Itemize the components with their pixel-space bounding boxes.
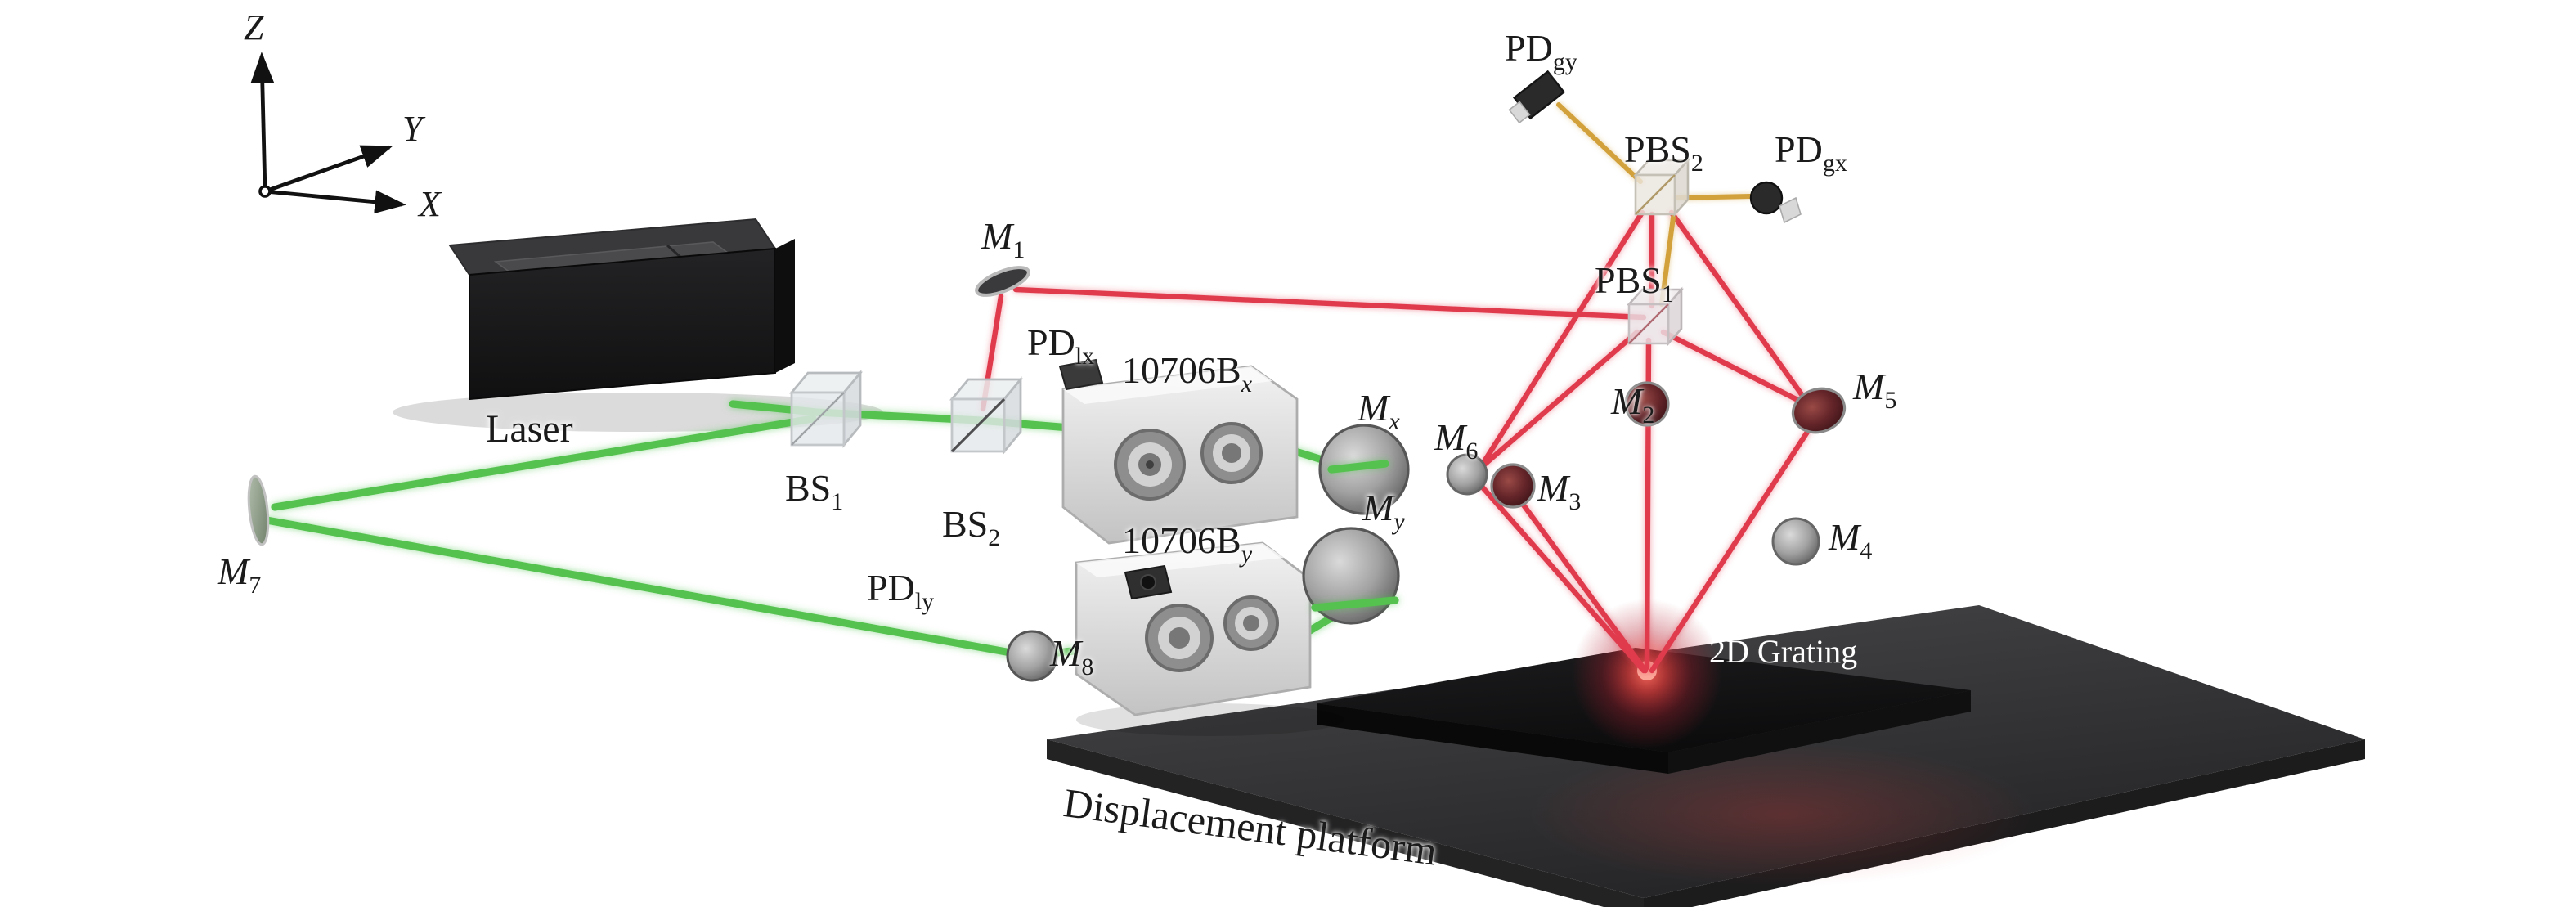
mirror-m8 — [1006, 630, 1058, 682]
mirror-m3 — [1490, 463, 1536, 509]
label-bs2: BS2 — [942, 504, 1001, 553]
polarizing-beam-splitter-pbs2 — [1633, 157, 1690, 218]
mirror-m1 — [975, 266, 1030, 297]
beam-splitter-bs2 — [949, 376, 1023, 455]
photodetector-pdgx — [1749, 181, 1802, 224]
label-interferometer-y: 10706By — [1122, 520, 1253, 569]
axes-origin-dot — [258, 185, 272, 198]
photodetector-pdgy — [1508, 70, 1566, 124]
label-pd-gx: PDgx — [1775, 129, 1847, 178]
label-m1: M1 — [981, 216, 1025, 265]
label-bs1: BS1 — [785, 468, 844, 517]
label-m8: M8 — [1050, 633, 1094, 682]
label-pd-gy: PDgy — [1505, 28, 1577, 77]
label-interferometer-x: 10706Bx — [1122, 350, 1253, 399]
z-axis-arrow — [250, 52, 275, 192]
laser-box — [393, 218, 883, 432]
green-beam-spots — [1311, 460, 1399, 612]
mirror-m6 — [1446, 453, 1488, 496]
label-pd-lx: PDlx — [1027, 322, 1095, 371]
label-m4: M4 — [1829, 517, 1873, 566]
label-m3: M3 — [1537, 468, 1582, 517]
beam-splitter-bs1 — [789, 370, 863, 448]
polarizing-beam-splitter-pbs1 — [1627, 286, 1684, 347]
red-measurement-beams — [980, 209, 1817, 674]
label-pbs1: PBS1 — [1595, 260, 1674, 309]
label-my: My — [1362, 487, 1405, 537]
axis-label-x: X — [419, 183, 441, 224]
photodetector-pdlx — [1058, 358, 1104, 391]
mirror-m4 — [1771, 517, 1820, 566]
label-m7: M7 — [218, 551, 262, 600]
label-m6: M6 — [1434, 417, 1479, 466]
axis-label-z: Z — [244, 7, 264, 47]
grating-stage — [1317, 599, 1971, 774]
mirror-m5 — [1791, 387, 1847, 434]
mirror-m2 — [1624, 381, 1670, 427]
label-m5: M5 — [1853, 366, 1897, 415]
photodetector-pdly — [1124, 564, 1173, 600]
y-axis-arrow — [264, 145, 393, 194]
label-mx: Mx — [1358, 388, 1400, 437]
label-m2: M2 — [1611, 381, 1655, 430]
coordinate-axes — [250, 52, 406, 214]
interferometer-block-x — [1058, 358, 1299, 545]
label-2d-grating: 2D Grating — [1709, 635, 1858, 671]
interferometer-block-y — [1075, 541, 1344, 736]
mirror-m7 — [247, 474, 270, 546]
label-pd-ly: PDly — [867, 568, 935, 617]
x-axis-arrow — [264, 189, 406, 214]
axis-label-y: Y — [402, 108, 423, 149]
label-pbs2: PBS2 — [1624, 129, 1703, 178]
label-laser: Laser — [486, 409, 573, 451]
